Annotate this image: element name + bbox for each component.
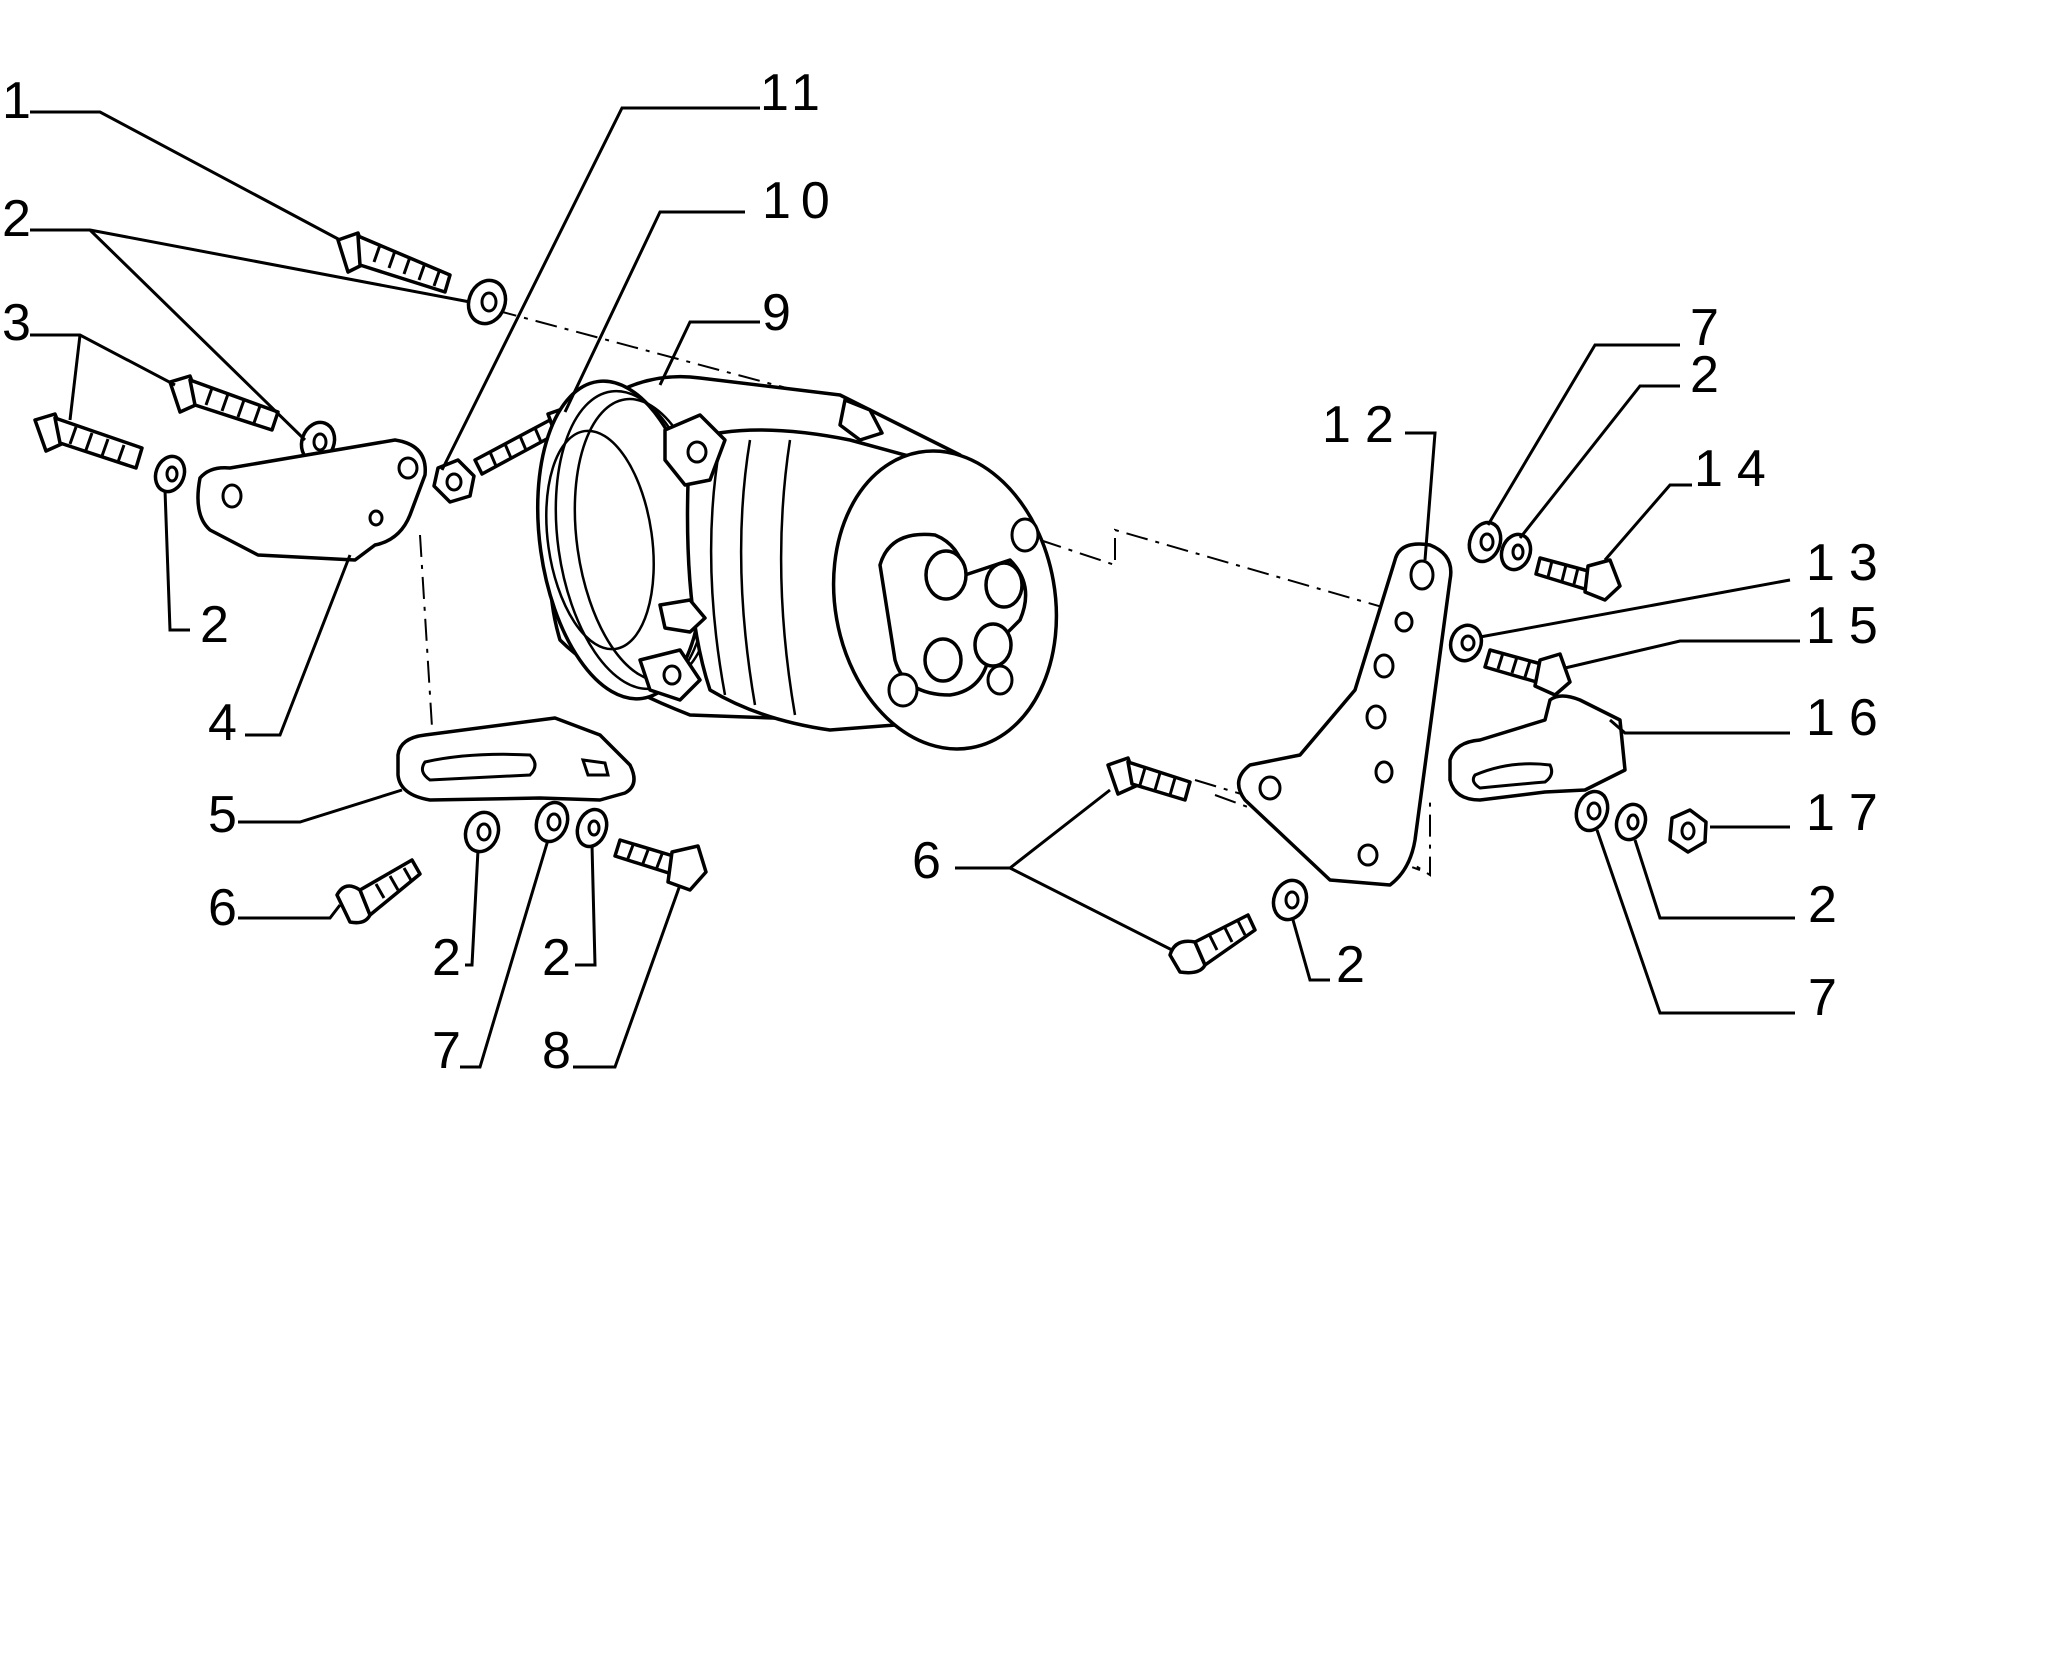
callout-2-top: 2 xyxy=(2,190,31,248)
callout-2-right-bottom: 2 xyxy=(1336,936,1365,994)
callout-4: 4 xyxy=(208,694,237,752)
leader-lines xyxy=(30,106,1800,1069)
washer-part-2-right-bottom xyxy=(1271,878,1309,922)
callout-16: 16 xyxy=(1806,689,1892,747)
bolt-part-6-right-lower xyxy=(1168,913,1257,975)
washer-part-13 xyxy=(1448,623,1484,663)
washer-part-2-left-lower xyxy=(153,454,187,494)
callout-6-right: 6 xyxy=(912,832,941,890)
nut-part-17 xyxy=(1668,808,1708,854)
washer-part-7-right-top xyxy=(1467,520,1503,564)
callout-2-right-lower: 2 xyxy=(1808,876,1837,934)
callout-1: 1 xyxy=(2,72,31,130)
bolt-part-3-upper xyxy=(168,374,280,432)
washer-part-2-top xyxy=(466,278,508,326)
bolt-part-1 xyxy=(336,231,452,294)
bolt-part-6-right-upper xyxy=(1106,756,1192,802)
washer-part-2-right-top xyxy=(1499,532,1533,572)
bracket-part-5 xyxy=(396,716,636,802)
bolt-part-15 xyxy=(1483,648,1572,697)
bracket-part-4 xyxy=(196,438,427,562)
callout-10: 10 xyxy=(762,172,840,230)
callout-13: 13 xyxy=(1806,534,1892,592)
bolt-part-14 xyxy=(1534,556,1622,602)
callout-17: 17 xyxy=(1806,784,1892,842)
callout-2-lower-b: 2 xyxy=(542,929,571,987)
callout-labels: 1 2 3 2 4 5 6 2 2 7 8 11 10 9 12 7 2 14 … xyxy=(2,64,1892,1080)
callout-8: 8 xyxy=(542,1022,571,1080)
callout-2-lower-a: 2 xyxy=(432,929,461,987)
nut-part-11 xyxy=(432,458,476,504)
callout-7-right-lower: 7 xyxy=(1808,969,1837,1027)
callout-3: 3 xyxy=(2,294,31,352)
compressor-part-9 xyxy=(535,374,1059,751)
bolt-part-3-lower xyxy=(33,412,144,470)
bolt-part-6-left xyxy=(335,858,422,925)
callout-9: 9 xyxy=(762,284,791,342)
callout-2-left: 2 xyxy=(200,596,229,654)
callout-5: 5 xyxy=(208,786,237,844)
washer-part-2-lower-b xyxy=(575,807,609,849)
callout-14: 14 xyxy=(1694,440,1780,498)
bolt-part-8 xyxy=(613,838,708,892)
bracket-part-12 xyxy=(1236,542,1453,887)
callout-7-lower: 7 xyxy=(432,1022,461,1080)
callout-2-right-top: 2 xyxy=(1690,346,1719,404)
callout-6-left: 6 xyxy=(208,879,237,937)
washer-part-7-right-lower xyxy=(1574,789,1610,833)
callout-7-right-top: 7 xyxy=(1690,299,1719,357)
callout-15: 15 xyxy=(1806,597,1892,655)
bracket-part-16 xyxy=(1448,694,1627,802)
washer-part-7-lower xyxy=(534,800,570,844)
washer-part-2-right-lower xyxy=(1614,802,1648,842)
washer-part-2-lower-a xyxy=(463,810,501,854)
callout-12: 12 xyxy=(1322,396,1408,454)
callout-11: 11 xyxy=(760,64,826,122)
